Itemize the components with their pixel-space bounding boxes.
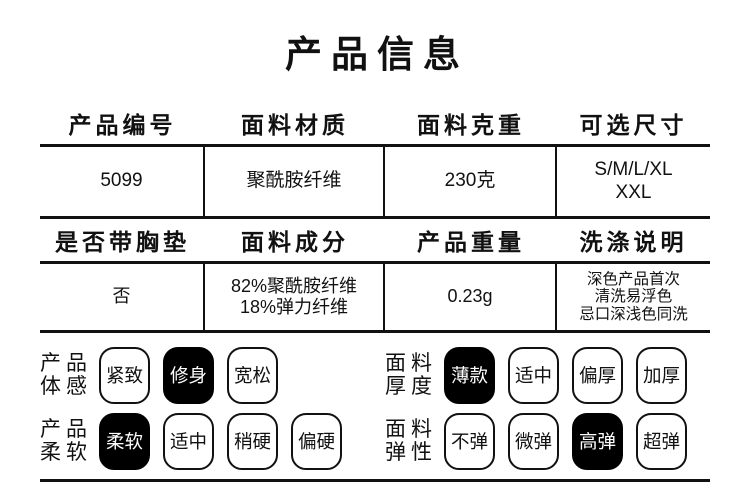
page-title: 产品信息 xyxy=(285,34,469,75)
option-group-softness: 产品 柔软 柔软 适中 稍硬 偏硬 xyxy=(40,412,385,470)
chip-list: 薄款 适中 偏厚 加厚 xyxy=(444,346,687,404)
option-chip[interactable]: 宽松 xyxy=(227,346,278,404)
option-chip[interactable]: 适中 xyxy=(508,346,559,404)
option-group-label: 面料 厚度 xyxy=(385,351,437,398)
option-chip[interactable]: 超弹 xyxy=(636,412,687,470)
option-chip[interactable]: 柔软 xyxy=(99,412,150,470)
option-group-fabric-thickness: 面料 厚度 薄款 适中 偏厚 加厚 xyxy=(385,346,687,404)
option-group-body-feel: 产品 体感 紧致 修身 宽松 xyxy=(40,346,385,404)
spec-table: 产品编号 面料材质 面料克重 可选尺寸 5099 聚酰胺纤维 230克 S/M/… xyxy=(40,102,710,333)
option-chip[interactable]: 偏硬 xyxy=(291,412,342,470)
option-chip[interactable]: 加厚 xyxy=(636,346,687,404)
header-chest-pad: 是否带胸垫 xyxy=(40,219,205,264)
option-chip[interactable]: 修身 xyxy=(163,346,214,404)
chip-list: 不弹 微弹 高弹 超弹 xyxy=(444,412,687,470)
value-product-number: 5099 xyxy=(40,147,205,219)
value-available-sizes: S/M/L/XL XXL xyxy=(557,147,710,219)
value-chest-pad: 否 xyxy=(40,264,205,333)
value-product-weight: 0.23g xyxy=(385,264,557,333)
header-fabric-composition: 面料成分 xyxy=(205,219,385,264)
option-chip[interactable]: 偏厚 xyxy=(572,346,623,404)
option-group-label: 产品 柔软 xyxy=(40,417,92,464)
option-group-label: 面料 弹性 xyxy=(385,417,437,464)
option-group-label: 产品 体感 xyxy=(40,351,92,398)
bottom-divider xyxy=(40,479,710,482)
header-product-weight: 产品重量 xyxy=(385,219,557,264)
value-fabric-material: 聚酰胺纤维 xyxy=(205,147,385,219)
header-fabric-material: 面料材质 xyxy=(205,102,385,147)
option-row-softness-elasticity: 产品 柔软 柔软 适中 稍硬 偏硬 面料 弹性 不弹 微弹 高弹 超弹 xyxy=(40,408,710,474)
value-fabric-composition: 82%聚酰胺纤维 18%弹力纤维 xyxy=(205,264,385,333)
option-chip[interactable]: 稍硬 xyxy=(227,412,278,470)
option-chip[interactable]: 微弹 xyxy=(508,412,559,470)
option-row-feel-thickness: 产品 体感 紧致 修身 宽松 面料 厚度 薄款 适中 偏厚 加厚 xyxy=(40,342,710,408)
option-chip[interactable]: 适中 xyxy=(163,412,214,470)
option-chip[interactable]: 高弹 xyxy=(572,412,623,470)
chip-list: 紧致 修身 宽松 xyxy=(99,346,278,404)
option-chip[interactable]: 不弹 xyxy=(444,412,495,470)
value-fabric-weight: 230克 xyxy=(385,147,557,219)
attribute-options-section: 产品 体感 紧致 修身 宽松 面料 厚度 薄款 适中 偏厚 加厚 产品 柔软 xyxy=(40,333,710,474)
header-washing-instructions: 洗涤说明 xyxy=(557,219,710,264)
chip-list: 柔软 适中 稍硬 偏硬 xyxy=(99,412,342,470)
header-product-number: 产品编号 xyxy=(40,102,205,147)
header-fabric-weight: 面料克重 xyxy=(385,102,557,147)
header-available-sizes: 可选尺寸 xyxy=(557,102,710,147)
option-chip[interactable]: 薄款 xyxy=(444,346,495,404)
option-group-elasticity: 面料 弹性 不弹 微弹 高弹 超弹 xyxy=(385,412,687,470)
option-chip[interactable]: 紧致 xyxy=(99,346,150,404)
value-washing-instructions: 深色产品首次 清洗易浮色 忌口深浅色同洗 xyxy=(557,264,710,333)
